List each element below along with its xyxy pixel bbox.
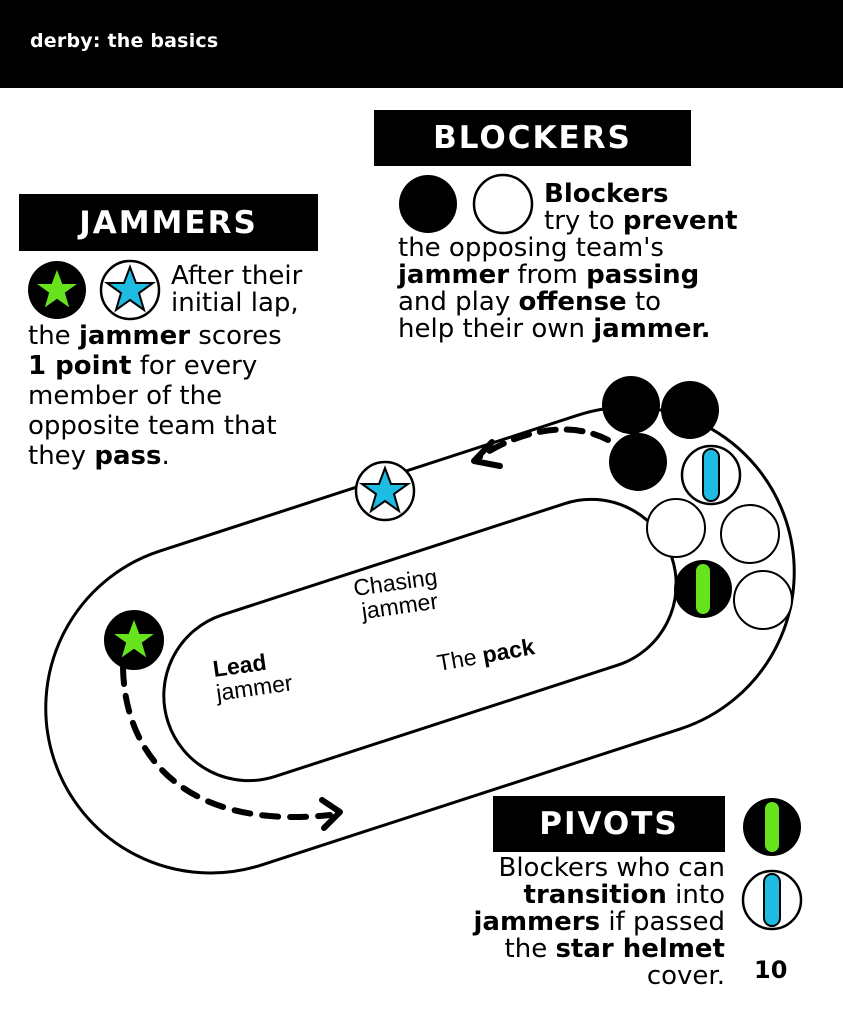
blockers-line: help their own jammer. bbox=[398, 314, 711, 344]
header-title: derby: the basics bbox=[30, 30, 219, 52]
pivots-heading: PIVOTS bbox=[493, 796, 725, 852]
header-bar: derby: the basics bbox=[0, 0, 843, 88]
blockers-line: Blockers bbox=[544, 179, 669, 209]
pivots-description: Blockers who can transition into jammers… bbox=[330, 855, 725, 990]
page-number: 10 bbox=[754, 956, 788, 984]
blue-stripe-helmet-icon bbox=[680, 444, 742, 506]
jammers-description: After their initial lap, the jammer scor… bbox=[28, 263, 358, 470]
jammers-line: member of the bbox=[28, 381, 223, 411]
black-helmet-icon bbox=[602, 376, 660, 434]
blockers-line: jammer from passing bbox=[398, 260, 700, 290]
lead-jammer-label: Lead jammer bbox=[211, 649, 294, 706]
jammers-line: 1 point for every bbox=[28, 351, 258, 381]
pivots-line: Blockers who can bbox=[498, 853, 725, 883]
chasing-jammer-blue-star-helmet-icon bbox=[354, 460, 416, 522]
green-star-helmet-icon bbox=[28, 261, 86, 319]
black-helmet-icon bbox=[661, 381, 719, 439]
lead-jammer-green-star-helmet-icon bbox=[104, 610, 164, 670]
lead-jammer-path-arrow bbox=[120, 665, 333, 820]
jammers-line: the jammer scores bbox=[28, 321, 282, 351]
pivots-line: cover. bbox=[646, 961, 725, 991]
white-helmet-icon bbox=[733, 570, 793, 630]
blockers-line: the opposing team's bbox=[398, 233, 664, 263]
white-helmet-icon bbox=[646, 498, 706, 558]
blockers-line: and play offense to bbox=[398, 287, 662, 317]
jammers-line: they pass. bbox=[28, 441, 170, 471]
white-helmet-icon bbox=[720, 504, 780, 564]
white-helmet-icon bbox=[472, 173, 534, 235]
blue-star-helmet-icon bbox=[99, 259, 161, 321]
blockers-line: try to prevent bbox=[544, 206, 738, 236]
jammers-line: opposite team that bbox=[28, 411, 277, 441]
pack-helmets bbox=[602, 376, 793, 630]
pack-direction-arrow bbox=[475, 426, 611, 461]
pivots-line: transition into bbox=[523, 880, 725, 910]
blockers-heading: BLOCKERS bbox=[374, 110, 691, 166]
blockers-description: Blockers try to prevent the opposing tea… bbox=[398, 181, 818, 343]
lead-arrowhead bbox=[319, 797, 343, 831]
jammers-line: initial lap, bbox=[171, 288, 299, 318]
green-stripe-helmet-icon bbox=[674, 560, 732, 618]
black-helmet-icon bbox=[609, 433, 667, 491]
jammers-heading: JAMMERS bbox=[19, 194, 318, 251]
pack-arrowhead bbox=[471, 439, 503, 469]
black-helmet-icon bbox=[399, 175, 457, 233]
green-stripe-helmet-icon bbox=[743, 798, 801, 856]
pivots-line: the star helmet bbox=[504, 934, 725, 964]
blue-stripe-helmet-icon bbox=[741, 869, 803, 931]
inner-infield bbox=[162, 497, 678, 783]
pivots-line: jammers if passed bbox=[473, 907, 725, 937]
jammers-line: After their bbox=[171, 261, 303, 291]
